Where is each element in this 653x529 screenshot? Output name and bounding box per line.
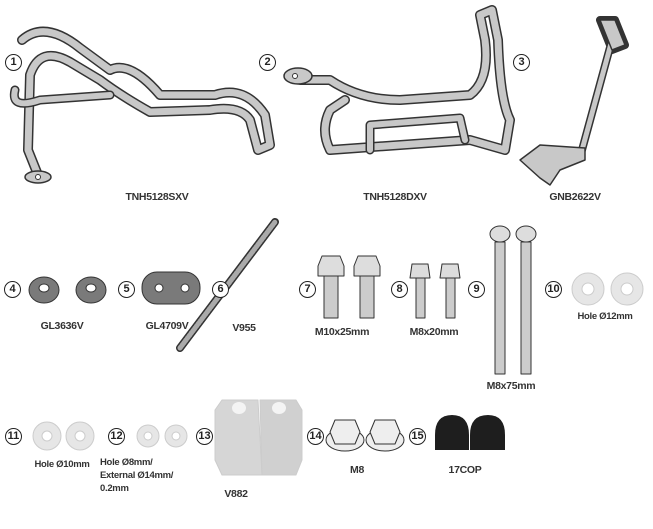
part-number-3: 3 [513,54,530,71]
part-number-12: 12 [108,428,125,445]
part-number-11: 11 [5,428,22,445]
crash-bar-left-illustration [9,26,275,184]
part-label-12: Hole Ø8mm/ External Ø14mm/ 0.2mm [100,457,174,494]
part-number-1: 1 [5,54,22,71]
part-label-13: V882 [224,488,248,500]
part-label-3: GNB2622V [549,191,601,203]
bracket-illustration [519,16,629,186]
part-number-6: 6 [212,281,229,298]
part-label-5: GL4709V [145,320,189,332]
part-number-9: 9 [468,281,485,298]
bolts-m10x25-illustration [317,255,381,319]
rubber-plate-illustration [141,271,201,305]
white-washers-10-illustration [32,421,95,451]
part-number-14: 14 [307,428,324,445]
part-number-13: 13 [196,428,213,445]
part-number-4: 4 [4,281,21,298]
part-number-7: 7 [299,281,316,298]
part-number-5: 5 [118,281,135,298]
part-number-10: 10 [545,281,562,298]
flange-nuts-illustration [325,419,405,452]
part-number-2: 2 [259,54,276,71]
part-label-10: Hole Ø12mm [577,311,633,322]
crash-bar-right-illustration [283,5,515,155]
part-label-15: 17COP [448,464,482,476]
part-label-4: GL3636V [40,320,84,332]
part-label-11: Hole Ø10mm [34,459,90,470]
part-label-8: M8x20mm [409,326,459,338]
white-washers-12-illustration [571,272,644,306]
part-label-14: M8 [350,464,364,476]
rubber-washers-illustration [28,276,107,304]
white-washers-8-illustration [136,424,188,448]
part-label-9: M8x75mm [486,380,536,392]
part-label-2: TNH5128DXV [363,191,427,203]
part-label-6: V955 [232,322,256,334]
part-number-8: 8 [391,281,408,298]
part-number-15: 15 [409,428,426,445]
hex-spacers-illustration [214,399,303,476]
part-label-1: TNH5128SXV [125,191,189,203]
bolts-m8x75-illustration [489,225,537,375]
bolts-m8x20-illustration [409,263,461,319]
nut-caps-illustration [435,415,505,450]
part-label-7: M10x25mm [314,326,370,338]
